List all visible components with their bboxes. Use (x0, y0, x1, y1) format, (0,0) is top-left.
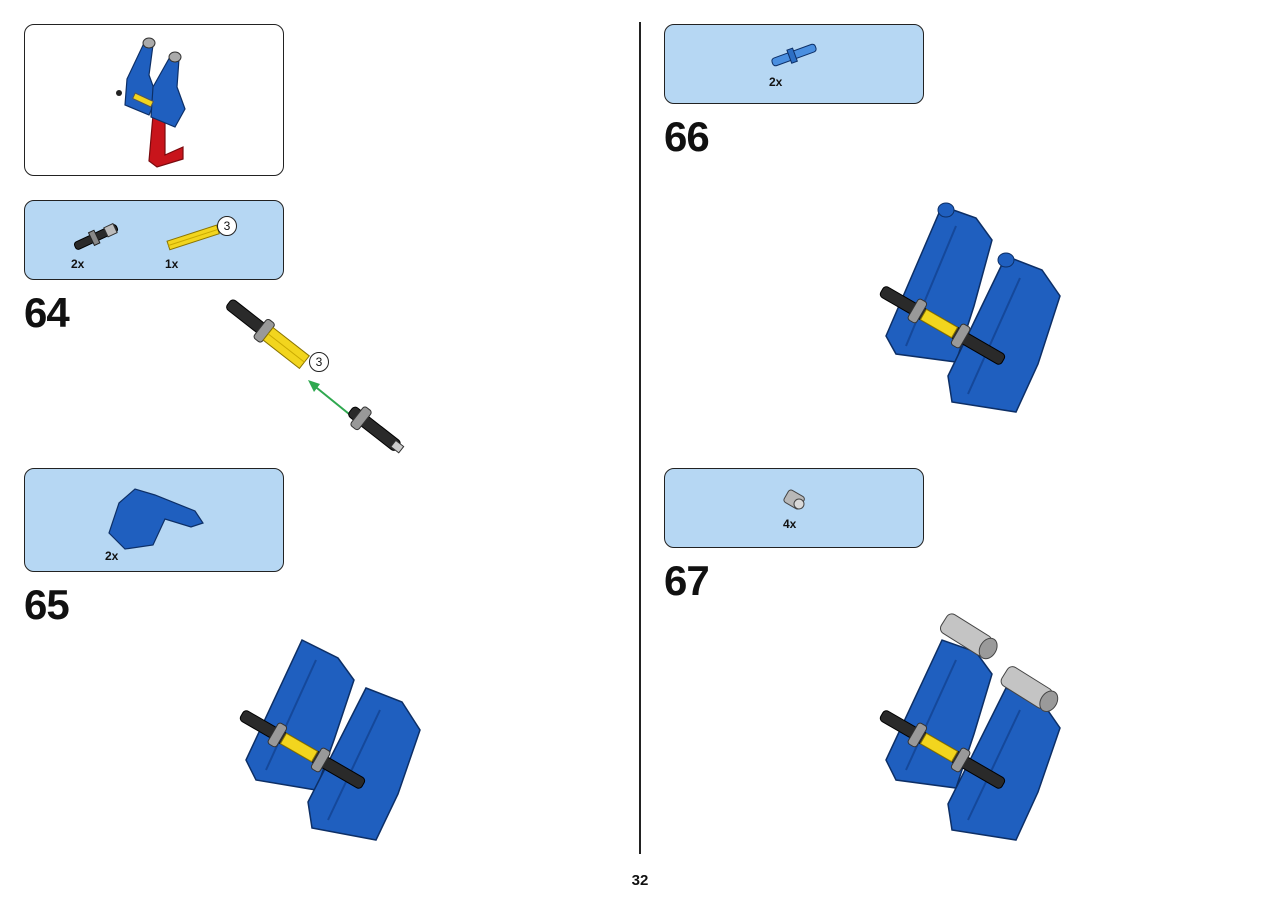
step-number: 65 (24, 581, 70, 628)
part-qty: 2x (105, 549, 119, 563)
page-divider (639, 22, 641, 854)
part-qty: 2x (71, 257, 85, 271)
grey-bush-icon (783, 489, 805, 510)
step-number: 66 (664, 113, 710, 160)
length-callout: 3 (217, 216, 237, 236)
step-66-assembly-image (879, 202, 1061, 413)
blue-curved-panel-icon (108, 488, 204, 550)
part-qty: 2x (769, 75, 783, 89)
step-number: 64 (24, 289, 70, 336)
black-pin-icon (73, 222, 119, 250)
step-66-parts-box: 2x (664, 24, 924, 104)
subassembly-preview-box (24, 24, 284, 176)
subassembly-preview-image (116, 37, 186, 168)
part-qty: 1x (165, 257, 179, 271)
part-qty: 4x (783, 517, 797, 531)
yellow-axle-icon (166, 224, 220, 251)
step-65-assembly-image (239, 638, 421, 841)
step-number: 67 (664, 557, 710, 604)
step-64-parts-box: 2x 3 1x (24, 200, 284, 280)
step-64-assembly-image (226, 299, 405, 454)
length-callout: 3 (309, 352, 329, 372)
page-number: 32 (631, 872, 649, 889)
step-67-assembly-image (879, 613, 1061, 841)
blue-pin-icon (771, 43, 817, 67)
step-65-parts-box: 2x (24, 468, 284, 572)
step-67-parts-box: 4x (664, 468, 924, 548)
